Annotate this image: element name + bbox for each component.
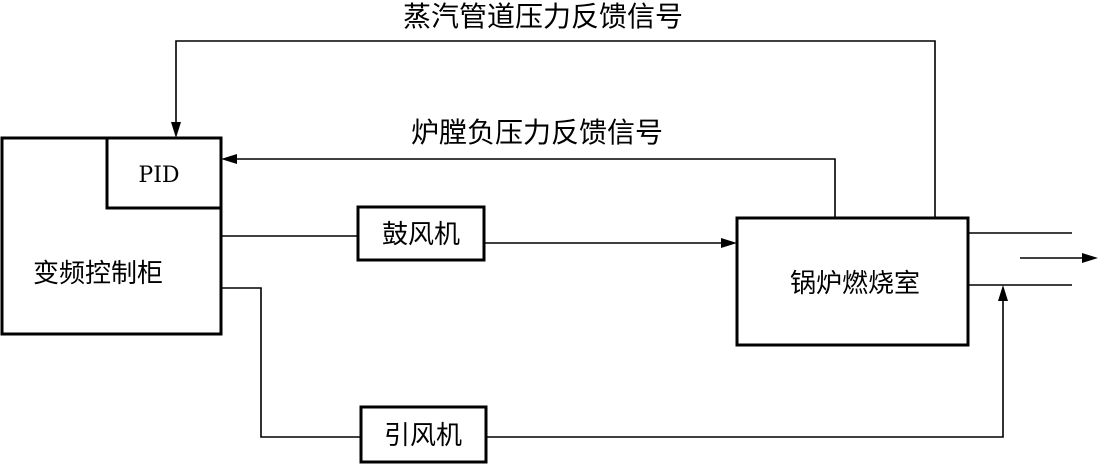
furnace-feedback-arrow xyxy=(221,154,237,164)
exhaust-flow-arrow xyxy=(1082,253,1098,263)
induced-fan-box xyxy=(359,405,488,464)
furnace-feedback-label: 炉膛负压力反馈信号 xyxy=(411,116,663,149)
blower-box xyxy=(356,205,486,262)
furnace-feedback-line xyxy=(232,158,836,218)
blower-to-boiler-arrow xyxy=(721,238,737,248)
pid-box xyxy=(105,136,223,210)
induced-fan-label: 引风机 xyxy=(384,421,462,451)
blower-label: 鼓风机 xyxy=(382,220,460,250)
steam-feedback-line xyxy=(175,40,936,218)
boiler-box xyxy=(735,216,970,347)
vfd-cabinet-label: 变频控制柜 xyxy=(33,259,163,289)
steam-feedback-label: 蒸汽管道压力反馈信号 xyxy=(403,0,683,33)
steam-feedback-arrow xyxy=(171,122,181,138)
fan-to-exhaust-line xyxy=(486,296,1004,438)
fan-to-exhaust-arrow xyxy=(998,285,1008,301)
boiler-label: 锅炉燃烧室 xyxy=(790,269,920,299)
pid-label: PID xyxy=(138,163,179,188)
cabinet-to-fan-line xyxy=(221,287,361,438)
